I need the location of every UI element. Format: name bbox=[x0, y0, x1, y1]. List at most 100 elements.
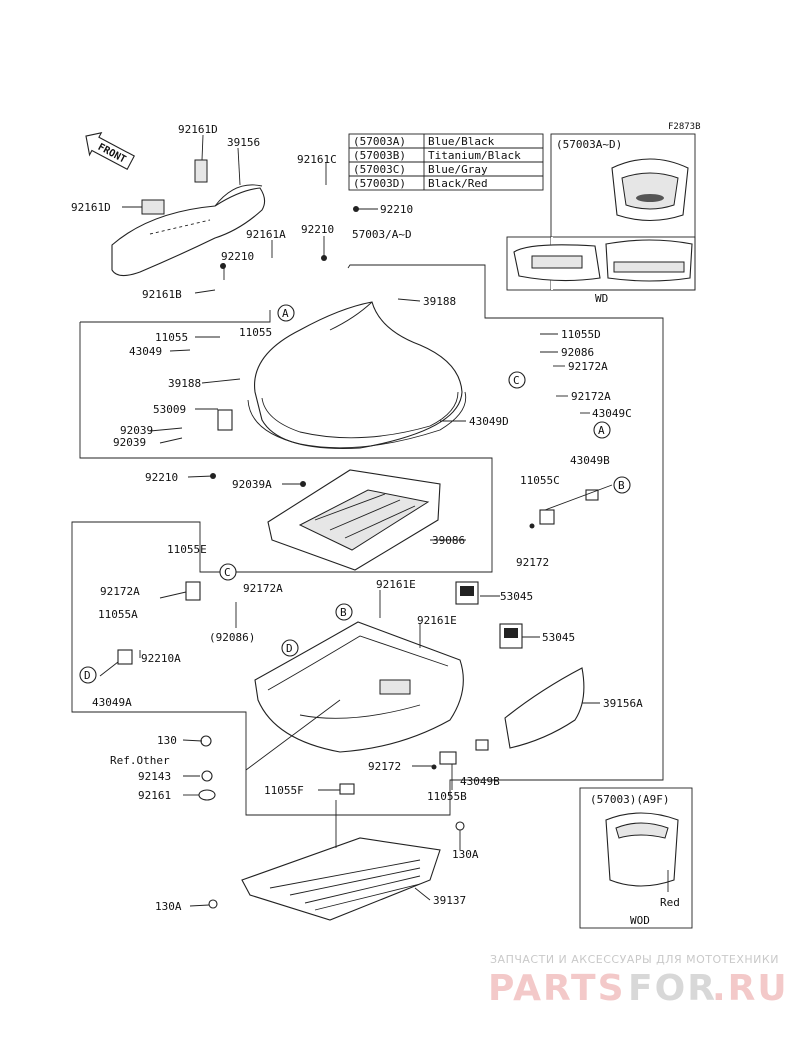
label-11055C: 11055C bbox=[520, 474, 560, 487]
color-name-d: Black/Red bbox=[428, 177, 488, 190]
label-92039A: 92039A bbox=[232, 478, 272, 491]
label-92039-a: 92039 bbox=[120, 424, 153, 437]
callout-d-left-label: D bbox=[84, 669, 91, 682]
label-92172A-d: 92172A bbox=[243, 582, 283, 595]
label-92172-a: 92172 bbox=[516, 556, 549, 569]
label-92039-b: 92039 bbox=[113, 436, 146, 449]
watermark-tagline: ЗАПЧАСТИ И АКСЕССУАРЫ ДЛЯ МОТОТЕХНИКИ bbox=[490, 953, 779, 966]
diagram-code: F2873B bbox=[668, 122, 701, 132]
label-43049B-b: 43049B bbox=[460, 775, 500, 788]
label-92210-a: 92210 bbox=[380, 203, 413, 216]
callout-a-top bbox=[277, 304, 295, 322]
callout-d-center bbox=[281, 639, 299, 657]
label-92210-d: 92210 bbox=[145, 471, 178, 484]
inset-wd-title: (57003A~D) bbox=[556, 138, 622, 151]
front-arrow-icon: FRONT bbox=[85, 132, 135, 171]
label-39086: 39086 bbox=[432, 534, 465, 547]
callout-c-left-label: C bbox=[224, 566, 231, 579]
label-43049: 43049 bbox=[129, 345, 162, 358]
seat-part bbox=[111, 184, 266, 277]
watermark-logo: ЗАПЧАСТИ И АКСЕССУАРЫ ДЛЯ МОТОТЕХНИКИ PA… bbox=[488, 953, 789, 1009]
trunk-case-part bbox=[254, 621, 464, 753]
label-92172A-c: 92172A bbox=[100, 585, 140, 598]
callout-markers: A C A B C B D D bbox=[79, 304, 631, 684]
label-92161E-a: 92161E bbox=[376, 578, 416, 591]
label-11055D: 11055D bbox=[561, 328, 601, 341]
watermark-brand-b: FOR bbox=[628, 968, 717, 1009]
callout-a-right bbox=[593, 421, 611, 439]
inset-wod: (57003)(A9F) Red WOD bbox=[579, 787, 693, 929]
label-92161: 92161 bbox=[138, 789, 171, 802]
label-11055-a: 11055 bbox=[155, 331, 188, 344]
label-130: 130 bbox=[157, 734, 177, 747]
inset-wd-caption: WD bbox=[595, 292, 608, 305]
inset-wod-title: (57003)(A9F) bbox=[590, 793, 669, 806]
trunk-lid-part bbox=[247, 301, 467, 449]
color-code-d: (57003D) bbox=[353, 177, 406, 190]
label-39188-a: 39188 bbox=[423, 295, 456, 308]
color-code-c: (57003C) bbox=[353, 163, 406, 176]
color-table: (57003A) Blue/Black (57003B) Titanium/Bl… bbox=[348, 133, 544, 191]
label-11055F: 11055F bbox=[264, 784, 304, 797]
callout-b-center-label: B bbox=[340, 606, 347, 619]
label-ref-other: Ref.Other bbox=[110, 754, 170, 767]
callout-b-center bbox=[335, 603, 353, 621]
callout-a-top-label: A bbox=[282, 307, 289, 320]
inner-tray-part bbox=[267, 469, 441, 571]
label-43049D: 43049D bbox=[469, 415, 509, 428]
label-53045-b: 53045 bbox=[542, 631, 575, 644]
label-92161A: 92161A bbox=[246, 228, 286, 241]
watermark-brand-c: .RU bbox=[712, 968, 789, 1009]
callout-c-left bbox=[219, 563, 237, 581]
label-11055B: 11055B bbox=[427, 790, 467, 803]
label-39156: 39156 bbox=[227, 136, 260, 149]
label-53009: 53009 bbox=[153, 403, 186, 416]
callout-b-right bbox=[613, 476, 631, 494]
label-130A-b: 130A bbox=[155, 900, 182, 913]
watermark-brand-a: PARTS bbox=[488, 968, 626, 1009]
inset-wod-caption: WOD bbox=[630, 914, 650, 927]
leader-lines bbox=[99, 134, 613, 907]
label-92086: 92086 bbox=[561, 346, 594, 359]
callout-d-left bbox=[79, 666, 97, 684]
label-92161B: 92161B bbox=[142, 288, 182, 301]
label-11055A: 11055A bbox=[98, 608, 138, 621]
label-11055E: 11055E bbox=[167, 543, 207, 556]
color-code-a: (57003A) bbox=[353, 135, 406, 148]
label-43049A: 43049A bbox=[92, 696, 132, 709]
label-92161D-top: 92161D bbox=[178, 123, 218, 136]
section-frames bbox=[71, 264, 664, 816]
label-92161E-b: 92161E bbox=[417, 614, 457, 627]
label-43049B-a: 43049B bbox=[570, 454, 610, 467]
hardware-parts bbox=[117, 159, 599, 909]
label-130A-a: 130A bbox=[452, 848, 479, 861]
label-92210-c: 92210 bbox=[221, 250, 254, 263]
callout-a-right-label: A bbox=[598, 424, 605, 437]
label-39156A: 39156A bbox=[603, 697, 643, 710]
inset-wod-color-note: Red bbox=[660, 896, 680, 909]
label-92210A: 92210A bbox=[141, 652, 181, 665]
color-name-c: Blue/Gray bbox=[428, 163, 488, 176]
label-53045-a: 53045 bbox=[500, 590, 533, 603]
label-92172A-a: 92172A bbox=[568, 360, 608, 373]
label-92086p: (92086) bbox=[209, 631, 255, 644]
callout-d-center-label: D bbox=[286, 642, 293, 655]
inset-wd: (57003A~D) WD bbox=[506, 133, 696, 305]
carrier-rack-part bbox=[241, 837, 441, 921]
callout-b-right-label: B bbox=[618, 479, 625, 492]
label-92161D-left: 92161D bbox=[71, 201, 111, 214]
color-name-a: Blue/Black bbox=[428, 135, 495, 148]
label-39137: 39137 bbox=[433, 894, 466, 907]
label-57003: 57003/A~D bbox=[352, 228, 412, 241]
callout-c-top bbox=[508, 371, 526, 389]
label-39188-b: 39188 bbox=[168, 377, 201, 390]
label-92210-b: 92210 bbox=[301, 223, 334, 236]
label-92172A-b: 92172A bbox=[571, 390, 611, 403]
side-panel-part bbox=[504, 667, 585, 749]
label-92143: 92143 bbox=[138, 770, 171, 783]
label-43049C: 43049C bbox=[592, 407, 632, 420]
color-code-b: (57003B) bbox=[353, 149, 406, 162]
label-11055-b: 11055 bbox=[239, 326, 272, 339]
